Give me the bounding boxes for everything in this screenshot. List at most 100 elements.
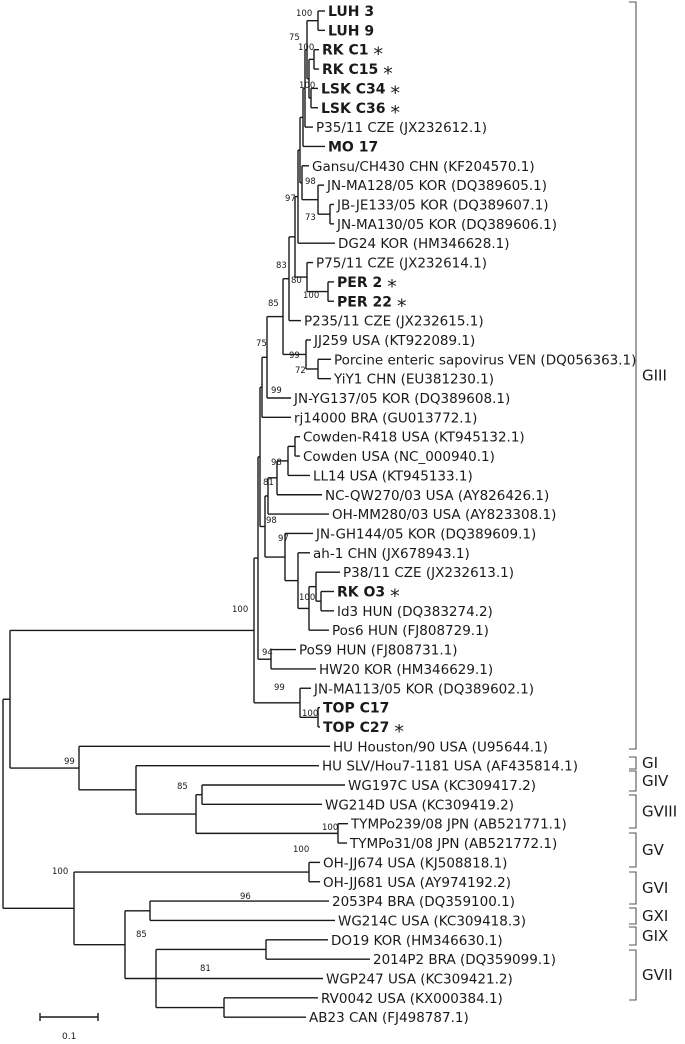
bootstrap-b_top: 100	[302, 709, 318, 719]
taxon-label-p2014: 2014P2 BRA (DQ359099.1)	[373, 952, 556, 968]
bootstrap-b_per: 100	[303, 291, 319, 301]
bootstrap-values: 1001007510098739780100838575997299988198…	[52, 9, 338, 974]
novel-strain-star-icon: *	[390, 102, 400, 124]
novel-strain-star-icon: *	[387, 276, 397, 298]
group-label-gi: GI	[642, 754, 658, 772]
taxon-label-rkc1: RK C1	[322, 43, 369, 59]
taxon-label-ab23: AB23 CAN (FJ498787.1)	[309, 1010, 469, 1026]
bootstrap-b_rko3: 100	[299, 593, 315, 603]
taxon-label-ohjj674: OH-JJ674 USA (KJ508818.1)	[323, 855, 507, 871]
taxon-label-per2: PER 2	[337, 275, 382, 291]
taxon-label-jj259: JJ259 USA (KT922089.1)	[313, 333, 475, 349]
taxon-label-mo17: MO 17	[328, 139, 378, 155]
bootstrap-b_85c: 85	[136, 930, 147, 940]
bracket-gi	[629, 756, 637, 770]
taxon-label-luh9: LUH 9	[328, 23, 374, 39]
scale-bar-label: 0.1	[62, 1032, 76, 1042]
group-label-gix: GIX	[642, 927, 668, 945]
taxon-label-rj14000: rj14000 BRA (GU013772.1)	[294, 410, 477, 426]
taxon-label-wgp247: WGP247 USA (KC309421.2)	[326, 972, 513, 988]
novel-strain-star-icon: *	[390, 82, 400, 104]
taxon-label-ncqw270: NC-QW270/03 USA (AY826426.1)	[325, 488, 549, 504]
bootstrap-b_98b: 98	[271, 458, 282, 468]
taxon-label-hw20: HW20 KOR (HM346629.1)	[319, 662, 493, 678]
bracket-gvii	[629, 949, 637, 1001]
bootstrap-b_81b: 81	[200, 964, 211, 974]
bootstrap-b_ohjj: 100	[293, 845, 309, 855]
bootstrap-b_97b: 97	[278, 534, 289, 544]
taxon-label-lskc34: LSK C34	[321, 81, 386, 97]
taxon-label-wg214d: WG214D USA (KC309419.2)	[325, 797, 514, 813]
taxon-label-dg24: DG24 KOR (HM346628.1)	[338, 236, 510, 252]
group-label-giv: GIV	[642, 772, 669, 790]
taxon-label-ohmm280: OH-MM280/03 USA (AY823308.1)	[332, 507, 556, 523]
bracket-gix	[629, 926, 637, 946]
taxon-label-rv0042: RV0042 USA (KX000384.1)	[321, 991, 503, 1007]
bootstrap-b_85a: 85	[268, 299, 279, 309]
bootstrap-b_98c: 98	[266, 516, 277, 526]
bootstrap-b_luh: 100	[296, 9, 312, 19]
taxon-label-cowden: Cowden USA (NC_000940.1)	[303, 449, 495, 465]
taxon-label-wg214c: WG214C USA (KC309418.3)	[338, 913, 526, 929]
taxon-label-jnma113: JN-MA113/05 KOR (DQ389602.1)	[313, 681, 534, 697]
bootstrap-b_lsk: 100	[299, 81, 315, 91]
bootstrap-b_tymp: 100	[322, 823, 338, 833]
taxon-label-topc17: TOP C17	[323, 701, 389, 717]
taxon-label-p35: P35/11 CZE (JX232612.1)	[316, 120, 487, 136]
taxon-label-ohjj681: OH-JJ681 USA (AY974192.2)	[323, 875, 511, 891]
taxon-label-p38: P38/11 CZE (JX232613.1)	[343, 565, 514, 581]
bootstrap-b_97a: 97	[285, 194, 296, 204]
taxon-label-ll14: LL14 USA (KT945133.1)	[313, 468, 473, 484]
bracket-giii	[629, 1, 637, 750]
taxon-label-p235: P235/11 CZE (JX232615.1)	[304, 314, 484, 330]
bootstrap-b_96: 96	[240, 892, 251, 902]
tree-branches	[2, 10, 370, 1018]
bracket-gvi	[629, 871, 637, 905]
bracket-gv	[629, 832, 637, 868]
group-label-gvi: GVI	[642, 879, 668, 897]
group-label-gv: GV	[642, 841, 665, 859]
taxon-label-jnma130: JN-MA130/05 KOR (DQ389606.1)	[336, 217, 557, 233]
bootstrap-b_98: 98	[305, 177, 316, 187]
bootstrap-b_100g3: 100	[232, 605, 248, 615]
bracket-gxi	[629, 907, 637, 925]
taxon-label-per22: PER 22	[337, 294, 392, 310]
taxon-label-huslv: HU SLV/Hou7-1181 USA (AF435814.1)	[322, 759, 578, 775]
group-label-gviii: GVIII	[642, 803, 677, 821]
bootstrap-b_85b: 85	[177, 782, 188, 792]
taxon-label-cowdenr418: Cowden-R418 USA (KT945132.1)	[303, 430, 525, 446]
taxon-label-rko3: RK O3	[337, 585, 385, 601]
bootstrap-b_81a: 81	[263, 478, 274, 488]
scale-bar: 0.1	[39, 1013, 99, 1042]
taxon-label-luh3: LUH 3	[328, 4, 374, 20]
group-label-giii: GIII	[642, 367, 667, 385]
bootstrap-b_83: 83	[276, 261, 287, 271]
bootstrap-b_72: 72	[295, 366, 306, 376]
bootstrap-b_rk: 100	[298, 43, 314, 53]
taxon-label-p2053: 2053P4 BRA (DQ359100.1)	[332, 894, 515, 910]
taxon-label-jbje133: JB-JE133/05 KOR (DQ389607.1)	[336, 198, 549, 214]
taxon-label-jnyg137: JN-YG137/05 KOR (DQ389608.1)	[293, 391, 510, 407]
bootstrap-b_99d: 99	[64, 757, 75, 767]
novel-strain-star-icon: *	[394, 721, 404, 743]
taxon-label-tymp31: TYMPo31/08 JPN (AB521772.1)	[349, 836, 557, 852]
taxon-label-p75: P75/11 CZE (JX232614.1)	[316, 256, 487, 272]
taxon-label-lskc36: LSK C36	[321, 101, 385, 117]
taxon-label-huhouston: HU Houston/90 USA (U95644.1)	[333, 739, 548, 755]
novel-strain-star-icon: *	[397, 295, 407, 317]
bootstrap-b_94: 94	[262, 648, 273, 658]
novel-strain-star-icon: *	[390, 586, 400, 608]
bootstrap-b_75a: 75	[289, 33, 300, 43]
bracket-gviii	[629, 794, 637, 829]
taxon-label-porcine: Porcine enteric sapovirus VEN (DQ056363.…	[334, 352, 636, 368]
taxon-label-pos6: Pos6 HUN (FJ808729.1)	[332, 623, 489, 639]
bootstrap-b_99b: 99	[271, 386, 282, 396]
bootstrap-b_99c: 99	[274, 683, 285, 693]
taxon-label-pos9: PoS9 HUN (FJ808731.1)	[299, 643, 458, 659]
bootstrap-b_73: 73	[305, 213, 316, 223]
taxon-label-wg197c: WG197C USA (KC309417.2)	[348, 778, 536, 794]
bootstrap-b_99a: 99	[289, 351, 300, 361]
